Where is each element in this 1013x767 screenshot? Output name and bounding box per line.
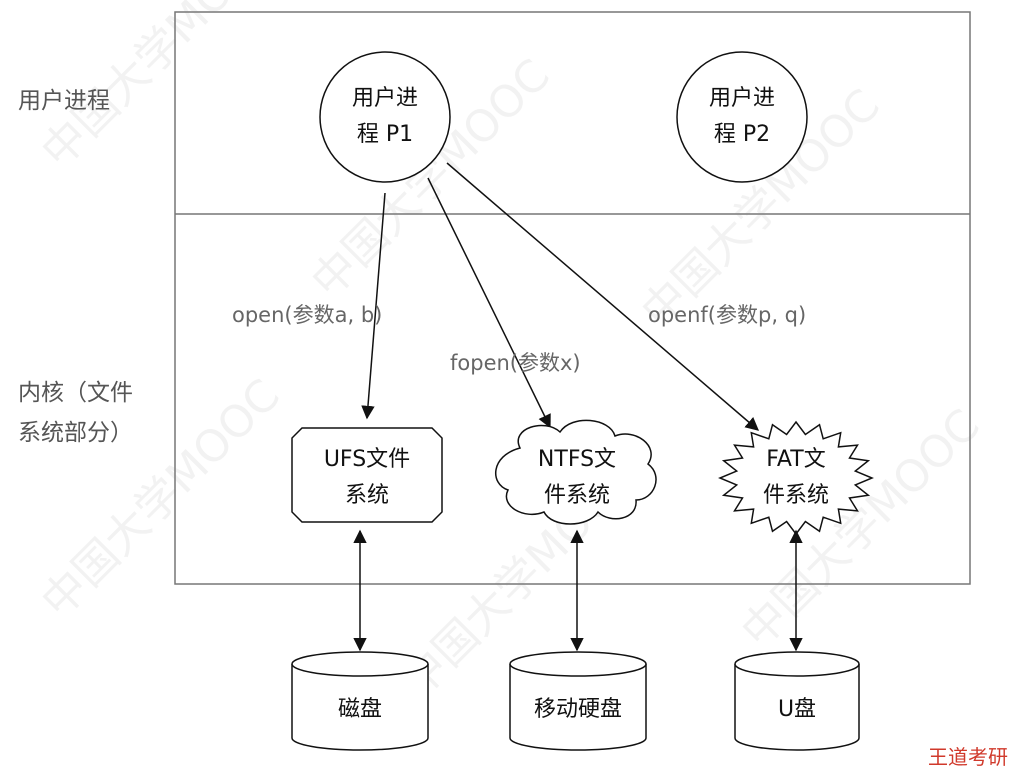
edge-p1-fat bbox=[446, 162, 760, 431]
process-p1-line1: 用户进 bbox=[352, 86, 418, 111]
call-label-openf: openf(参数p, q) bbox=[648, 303, 806, 327]
fs-fat-line2: 件系统 bbox=[763, 483, 829, 508]
fs-ntfs-line2: 件系统 bbox=[544, 483, 610, 508]
process-node-p2: 用户进 程 P2 bbox=[676, 51, 808, 183]
call-label-open: open(参数a, b) bbox=[232, 303, 382, 327]
device-mobile-disk: 移动硬盘 bbox=[509, 651, 647, 751]
process-p2-line2: 程 P2 bbox=[714, 122, 770, 147]
edge-p1-ufs bbox=[361, 192, 386, 420]
call-label-fopen: fopen(参数x) bbox=[450, 351, 581, 375]
device-mobile-disk-label: 移动硬盘 bbox=[534, 697, 622, 722]
device-disk-label: 磁盘 bbox=[338, 697, 382, 722]
fs-ntfs-line1: NTFS文 bbox=[538, 447, 616, 472]
device-usb: U盘 bbox=[734, 651, 860, 751]
fs-ufs-line1: UFS文件 bbox=[324, 447, 410, 472]
process-node-p1: 用户进 程 P1 bbox=[319, 51, 451, 183]
kernel-region-label-line1: 内核（文件 bbox=[18, 380, 133, 406]
fs-fat-line1: FAT文 bbox=[766, 447, 825, 472]
fs-node-ufs: UFS文件 系统 bbox=[291, 427, 443, 523]
fs-node-ntfs: NTFS文 件系统 bbox=[494, 419, 657, 525]
storage-links bbox=[353, 529, 803, 652]
fs-node-fat: FAT文 件系统 bbox=[718, 420, 874, 536]
device-usb-label: U盘 bbox=[778, 697, 816, 722]
kernel-region-label-line2: 系统部分） bbox=[18, 420, 133, 446]
process-p2-line1: 用户进 bbox=[709, 86, 775, 111]
process-p1-line2: 程 P1 bbox=[357, 122, 413, 147]
user-region-label: 用户进程 bbox=[18, 88, 110, 114]
device-disk: 磁盘 bbox=[291, 651, 429, 751]
fs-ufs-line2: 系统 bbox=[345, 483, 389, 508]
footer-brand-text: 王道考研 bbox=[928, 745, 1008, 767]
watermark-text: 中国大学MOOC bbox=[32, 370, 290, 628]
edge-p1-ntfs bbox=[427, 177, 551, 429]
call-edges bbox=[361, 162, 760, 431]
